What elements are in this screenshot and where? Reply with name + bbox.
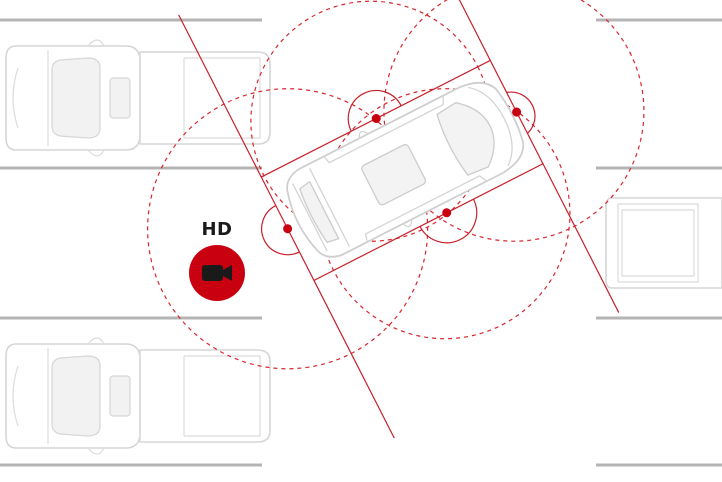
video-camera-icon (202, 265, 232, 281)
main-vehicle (147, 0, 645, 439)
parking-lines (0, 18, 722, 467)
front-camera-marker (512, 107, 522, 117)
hd-camera-badge (189, 245, 245, 301)
parked-car-right (605, 197, 722, 289)
parked-car-bottom-left (5, 337, 271, 455)
right-mirror-camera-marker (442, 208, 452, 218)
parked-car-top-left (5, 39, 271, 157)
left-mirror-camera-marker (371, 114, 381, 124)
hd-label: HD (201, 219, 233, 240)
rear-camera-marker (283, 224, 293, 234)
